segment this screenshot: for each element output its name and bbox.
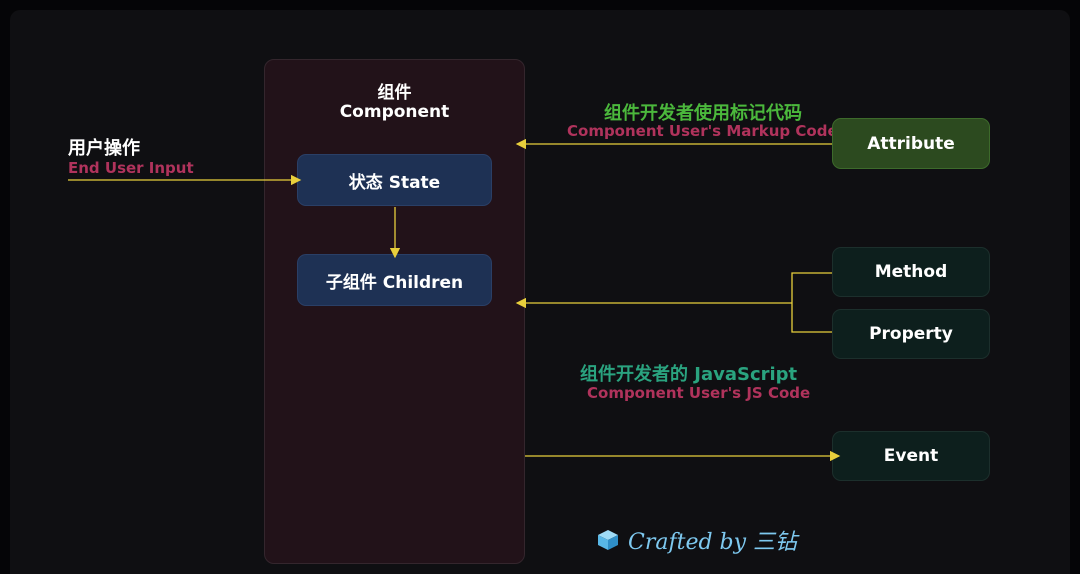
- credit-text: Crafted by 三钻: [628, 530, 798, 555]
- markup-zh: 组件开发者使用标记代码: [604, 103, 802, 124]
- user-input-en: End User Input: [68, 159, 194, 177]
- credit: Crafted by 三钻: [596, 524, 797, 556]
- js-en: Component User's JS Code: [587, 384, 811, 402]
- method-label: Method: [874, 262, 948, 282]
- children-box: 子组件 Children: [297, 254, 492, 306]
- cube-icon: [598, 530, 618, 550]
- component-container: [264, 59, 525, 564]
- method-property-bracket: [791, 272, 832, 333]
- event-label: Event: [883, 446, 939, 466]
- method-box: Method: [832, 247, 990, 297]
- children-label: 子组件 Children: [325, 272, 464, 293]
- property-box: Property: [832, 309, 990, 359]
- attribute-label: Attribute: [867, 133, 955, 154]
- component-title-en: Component: [339, 102, 450, 122]
- component-title-zh: 组件: [377, 83, 412, 103]
- state-box: 状态 State: [297, 154, 492, 206]
- js-zh: 组件开发者的 JavaScript: [580, 364, 798, 385]
- user-input-zh: 用户操作: [68, 138, 140, 159]
- event-box: Event: [832, 431, 990, 481]
- property-label: Property: [869, 324, 953, 344]
- markup-en: Component User's Markup Code: [567, 122, 838, 140]
- attribute-box: Attribute: [832, 118, 990, 169]
- state-label: 状态 State: [348, 172, 441, 193]
